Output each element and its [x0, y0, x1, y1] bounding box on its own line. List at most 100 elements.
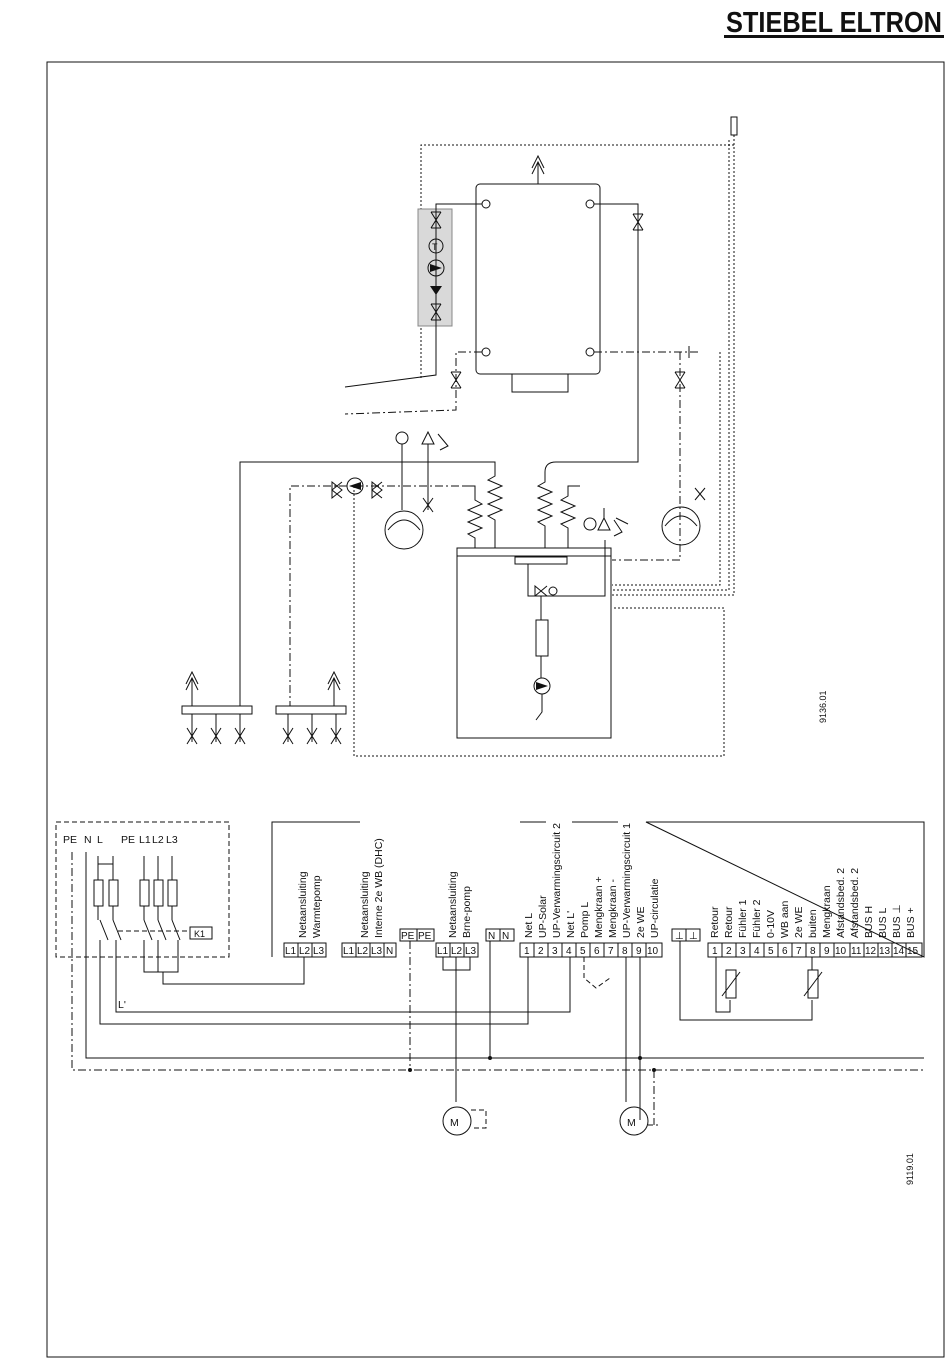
- tb2-num-10: 10: [835, 946, 847, 957]
- l-prime-label: L': [118, 999, 126, 1011]
- tb1-num-10: 10: [647, 946, 659, 957]
- tg2-terminal-3: L3: [371, 946, 383, 957]
- tb2-label-9: Mengkraan: [821, 885, 833, 938]
- tb2-num-6: 6: [782, 946, 788, 957]
- tb1-label-4: Net L': [565, 911, 577, 938]
- tg1-terminal-1: L1: [285, 946, 297, 957]
- tb1-num-2: 2: [538, 946, 544, 957]
- tg2-line1: Netaansluiting: [359, 871, 371, 938]
- tb1-label-2: UP-Solar: [537, 895, 549, 938]
- tg4-terminal-3: L3: [465, 946, 477, 957]
- tb2-num-15: 15: [907, 946, 919, 957]
- tb1-label-10: UP-circulatie: [649, 878, 661, 938]
- manifold-left: [181, 705, 253, 715]
- controller-box: [271, 821, 925, 958]
- tb2-label-12: BUS H: [863, 906, 875, 938]
- expansion-vessel-icon: [661, 506, 701, 546]
- tg4-line2: Brne-pomp: [461, 886, 473, 938]
- mains-label-l2: L2: [152, 834, 164, 846]
- buffer-tank-base: [511, 373, 569, 393]
- tb2-label-7: 2e WE: [793, 906, 805, 938]
- tg1-terminal-3: L3: [313, 946, 325, 957]
- tb2-num-4: 4: [754, 946, 760, 957]
- tb2-label-3: Fühler 1: [737, 899, 749, 938]
- tb2-label-6: WB aan: [779, 900, 791, 938]
- heating-pump-icon: [346, 477, 364, 495]
- tg1-terminal-2: L2: [299, 946, 311, 957]
- tb1-num-5: 5: [580, 946, 586, 957]
- tb1-label-9: 2e WE: [635, 906, 647, 938]
- tg1-line1: Netaansluiting: [297, 871, 309, 938]
- manifold-right: [275, 705, 347, 715]
- mains-supply-box: [55, 821, 230, 958]
- contactor-k1: [189, 926, 213, 940]
- tb2-label-2: Retour: [723, 906, 735, 938]
- tb2-num-1: 1: [712, 946, 718, 957]
- mains-label-pe: PE: [63, 834, 77, 846]
- tb1-label-5: Pomp L: [579, 902, 591, 938]
- tb2-num-3: 3: [740, 946, 746, 957]
- mains-label-pe2: PE: [121, 834, 135, 846]
- contactor-label: K1: [194, 929, 205, 939]
- tb2-label-4: Fühler 2: [751, 899, 763, 938]
- tb1-num-9: 9: [636, 946, 642, 957]
- tb2-num-8: 8: [810, 946, 816, 957]
- tb2-label-1: Retour: [709, 906, 721, 938]
- tb1-num-3: 3: [552, 946, 558, 957]
- tb1-num-4: 4: [566, 946, 572, 957]
- drawing-number-hydraulic: 9136.01: [818, 690, 828, 723]
- brine-motor-label: M: [450, 1117, 459, 1129]
- tg4-terminal-2: L2: [451, 946, 463, 957]
- terminal-block-2-labels: Retour Retour Fühler 1 Fühler 2 0-10V WB…: [709, 868, 917, 938]
- tb2-label-5: 0-10V: [765, 910, 777, 938]
- terminal-block-1-labels: Net L UP-Solar UP-Verwarmingscircuit 2 N…: [523, 823, 661, 938]
- tb2-num-12: 12: [865, 946, 877, 957]
- tg2-terminal-4: N: [386, 946, 393, 957]
- tb1-num-1: 1: [524, 946, 530, 957]
- tg3-terminal-1: PE: [401, 931, 415, 942]
- tg2-terminal-2: L2: [357, 946, 369, 957]
- tb2-label-13: BUS L: [877, 907, 889, 938]
- terminal-cells: L1 L2 L3 L1 L2 L3 N PE PE L1 L2 L3 N N: [283, 928, 923, 958]
- tb2-num-13: 13: [879, 946, 891, 957]
- tb2-num-14: 14: [893, 946, 905, 957]
- tb2-num-5: 5: [768, 946, 774, 957]
- mains-label-l3: L3: [166, 834, 178, 846]
- brand-logo-text: STIEBEL ELTRON: [726, 7, 942, 39]
- terminal-group-labels: Netaansluiting Warmtepomp Netaansluiting…: [297, 838, 473, 938]
- tb2-label-14: BUS ⊥: [891, 904, 903, 938]
- brine-pump-motor-icon: [442, 1106, 472, 1136]
- tb2-num-2: 2: [726, 946, 732, 957]
- svg-text:T: T: [432, 242, 438, 252]
- mains-label-n: N: [84, 834, 92, 846]
- electric-schematic: PE N L PE L1 L2 L3 K1 L' Netaa: [55, 821, 925, 1185]
- drawing-frame: [46, 61, 945, 1358]
- tb2-num-7: 7: [796, 946, 802, 957]
- circulation-pump-icon: [427, 259, 445, 277]
- tb2-label-15: BUS +: [905, 907, 917, 938]
- tb1-num-6: 6: [594, 946, 600, 957]
- tg5-terminal-1: N: [488, 931, 495, 942]
- tb2-num-11: 11: [851, 946, 862, 957]
- tb2-label-10: Afstandsbed. 2: [835, 868, 847, 938]
- tb2-num-9: 9: [824, 946, 830, 957]
- tb1-label-1: Net L: [523, 913, 535, 938]
- tb1-num-7: 7: [608, 946, 614, 957]
- tb2-label-11: Afstandsbed. 2: [849, 868, 861, 938]
- mains-label-l: L: [97, 834, 103, 846]
- tg1-line2: Warmtepomp: [311, 875, 323, 938]
- expansion-vessel-left-icon: [384, 510, 424, 550]
- tg2-terminal-1: L1: [343, 946, 355, 957]
- buffer-tank: [475, 183, 601, 375]
- tb1-label-7: Mengkraan -: [607, 879, 619, 938]
- tg3-terminal-2: PE: [418, 931, 432, 942]
- tb1-label-6: Mengkraan +: [593, 876, 605, 938]
- tg4-line1: Netaansluiting: [447, 871, 459, 938]
- tb1-num-8: 8: [622, 946, 628, 957]
- circuit-motor-label: M: [627, 1117, 636, 1129]
- brand-logo: STIEBEL ELTRON: [724, 5, 944, 39]
- tg2-line2: Interne 2e WB (DHC): [373, 838, 385, 938]
- temperature-sensor-icon: [730, 116, 738, 136]
- heat-pump-unit: [456, 547, 612, 739]
- hydraulic-schematic: T: [181, 116, 828, 757]
